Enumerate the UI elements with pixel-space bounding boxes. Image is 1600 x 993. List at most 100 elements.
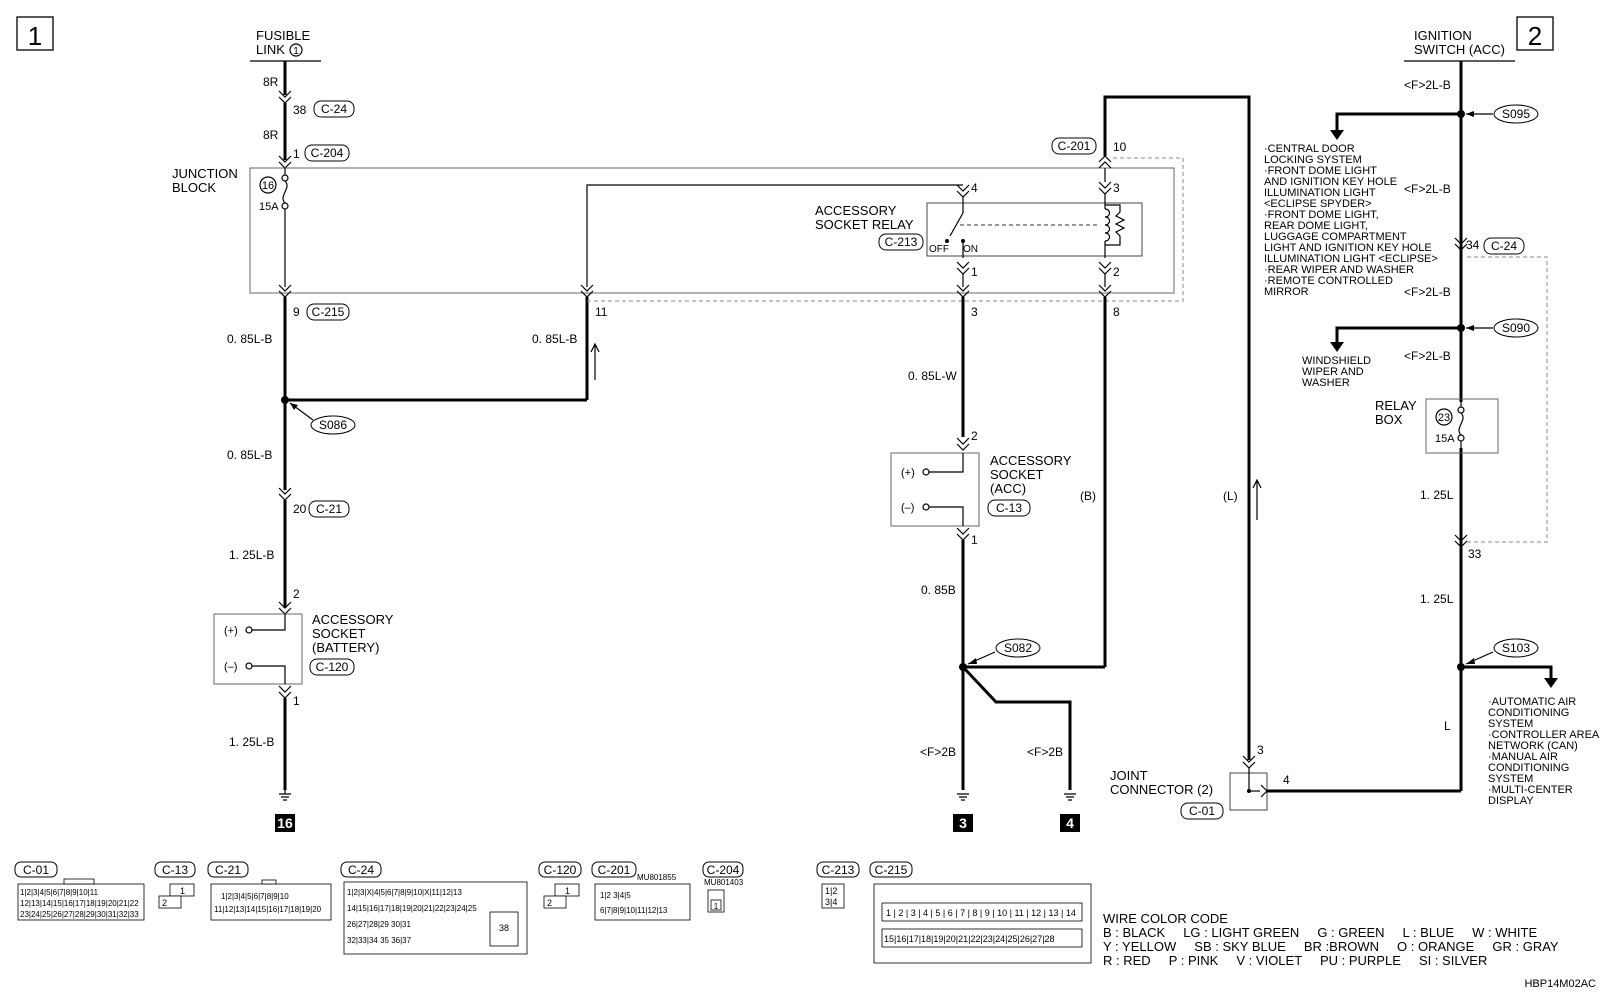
- svg-text:AND IGNITION KEY HOLE: AND IGNITION KEY HOLE: [1264, 176, 1397, 188]
- wire-8r-b: 8R: [263, 128, 279, 142]
- svg-text:15|16|17|18|19|20|21|22|23|24|: 15|16|17|18|19|20|21|22|23|24|25|26|27|2…: [884, 934, 1055, 944]
- connector-face-c213: 1|2 3|4: [821, 883, 845, 909]
- tag-c204: C-204: [311, 146, 344, 160]
- svg-text:·MULTI-CENTER: ·MULTI-CENTER: [1488, 784, 1573, 796]
- socket-batt-label3: (BATTERY): [312, 640, 379, 655]
- pin-1-relay: 1: [971, 265, 978, 279]
- svg-text:14|15|16|17|18|19|20|21|22|23|: 14|15|16|17|18|19|20|21|22|23|24|25: [347, 904, 477, 913]
- svg-text:·FRONT DOME LIGHT: ·FRONT DOME LIGHT: [1264, 165, 1377, 177]
- wire-f2b-a: <F>2B: [920, 745, 956, 759]
- svg-text:12|13|14|15|16|17|18|19|20|21|: 12|13|14|15|16|17|18|19|20|21|22: [20, 899, 139, 908]
- ground-3: 3: [959, 815, 967, 831]
- svg-text:1 | 2 | 3 | 4 | 5 | 6 | 7 | 8: 1 | 2 | 3 | 4 | 5 | 6 | 7 | 8 | 9 | 10 |…: [886, 908, 1076, 918]
- face-c24-tag: C-24: [348, 863, 374, 877]
- wire-085lb-c: 0. 85L-B: [227, 448, 272, 462]
- pin-4-relay: 4: [971, 181, 978, 195]
- wcc-row2: Y : YELLOW SB : SKY BLUE BR :BROWN O : O…: [1103, 939, 1559, 954]
- svg-text:26|27|28|29 30|31: 26|27|28|29 30|31: [347, 920, 411, 929]
- svg-text:WIPER AND: WIPER AND: [1302, 366, 1364, 378]
- pin-8: 8: [1113, 305, 1120, 319]
- tag-c13: C-13: [996, 501, 1022, 515]
- tag-c213: C-213: [885, 235, 918, 249]
- svg-text:32|33|34 35 36|37: 32|33|34 35 36|37: [347, 936, 412, 945]
- ground-4: 4: [1066, 815, 1074, 831]
- relay-box-label: RELAY: [1375, 398, 1417, 413]
- fusible-link-num: 1: [293, 46, 299, 57]
- face-c01-tag: C-01: [23, 863, 49, 877]
- pin-1-batt: 1: [293, 694, 300, 708]
- sa-plus: (+): [901, 467, 915, 479]
- joint-connector-label: JOINT: [1110, 768, 1148, 783]
- pin-34: 34: [1466, 238, 1480, 252]
- sb-plus: (+): [224, 625, 238, 637]
- svg-text:MIRROR: MIRROR: [1264, 286, 1309, 298]
- svg-text:LOCKING SYSTEM: LOCKING SYSTEM: [1264, 154, 1362, 166]
- wcc-row1: B : BLACK LG : LIGHT GREEN G : GREEN L :…: [1103, 925, 1537, 940]
- connector-face-c13: 1 2: [158, 883, 195, 909]
- wire-f2lb-a: <F>2L-B: [1404, 78, 1451, 92]
- fusible-link-label2: LINK: [256, 42, 285, 57]
- wire-125l-a: 1. 25L: [1420, 488, 1454, 502]
- socket-acc-label2: SOCKET: [990, 467, 1044, 482]
- svg-text:·CENTRAL DOOR: ·CENTRAL DOOR: [1264, 143, 1355, 155]
- page-number-2: 2: [1528, 21, 1542, 51]
- jb-fuse-amp: 15A: [259, 201, 279, 213]
- svg-text:REAR DOME LIGHT,: REAR DOME LIGHT,: [1264, 220, 1368, 232]
- svg-text:1|2|3|4|5|6|7|8|9|10: 1|2|3|4|5|6|7|8|9|10: [221, 892, 289, 901]
- svg-text:1: 1: [180, 886, 185, 896]
- rb-fuse-amp: 15A: [1435, 433, 1455, 445]
- svg-text:1|2 3|4|5: 1|2 3|4|5: [600, 891, 631, 900]
- wire-b-paren: (B): [1080, 489, 1096, 503]
- svg-text:WINDSHIELD: WINDSHIELD: [1302, 355, 1371, 367]
- splice-s103: S103: [1502, 641, 1530, 655]
- face-c213-tag: C-213: [822, 863, 855, 877]
- connector-face-c201: 1|2 3|4|5 6|7|8|9|10|11|12|13: [594, 883, 691, 921]
- relay-label2: SOCKET RELAY: [815, 217, 914, 232]
- svg-text:LUGGAGE COMPARTMENT: LUGGAGE COMPARTMENT: [1264, 231, 1407, 243]
- wire-f2b-b: <F>2B: [1027, 745, 1063, 759]
- svg-text:·MANUAL AIR: ·MANUAL AIR: [1488, 751, 1558, 763]
- splice-s090: S090: [1502, 321, 1530, 335]
- wire-8r-a: 8R: [263, 75, 279, 89]
- wire-085lw: 0. 85L-W: [908, 369, 957, 383]
- pin-38: 38: [293, 103, 307, 117]
- wire-125lb-a: 1. 25L-B: [229, 548, 274, 562]
- svg-text:1|2|3|4|5|6|7|8|9|10|11: 1|2|3|4|5|6|7|8|9|10|11: [20, 888, 99, 897]
- svg-text:2: 2: [547, 898, 552, 908]
- svg-text:NETWORK (CAN): NETWORK (CAN): [1488, 740, 1578, 752]
- svg-text:DISPLAY: DISPLAY: [1488, 795, 1534, 807]
- ground-16: 16: [277, 815, 293, 831]
- svg-text:1|2: 1|2: [825, 886, 837, 896]
- pin-1-acc: 1: [971, 533, 978, 547]
- svg-text:SYSTEM: SYSTEM: [1488, 773, 1533, 785]
- svg-text:6|7|8|9|10|11|12|13: 6|7|8|9|10|11|12|13: [600, 906, 668, 915]
- wire-l-paren: (L): [1223, 489, 1238, 503]
- tag-c24-a: C-24: [321, 102, 347, 116]
- ignition-label: IGNITION: [1414, 28, 1472, 43]
- pin-4-jc: 4: [1283, 773, 1290, 787]
- socket-acc-label: ACCESSORY: [990, 453, 1072, 468]
- relay-on: ON: [963, 244, 978, 255]
- svg-text:·AUTOMATIC AIR: ·AUTOMATIC AIR: [1488, 696, 1576, 708]
- wire-125l-b: 1. 25L: [1420, 592, 1454, 606]
- wire-085b: 0. 85B: [921, 583, 956, 597]
- tag-c201: C-201: [1058, 139, 1091, 153]
- connector-face-c21: 1|2|3|4|5|6|7|8|9|10 11|12|13|14|15|16|1…: [210, 879, 332, 921]
- svg-text:ILLUMINATION LIGHT <ECLIPSE>: ILLUMINATION LIGHT <ECLIPSE>: [1264, 253, 1438, 265]
- face-c120-tag: C-120: [544, 863, 577, 877]
- relay-label: ACCESSORY: [815, 203, 897, 218]
- tag-c24-b: C-24: [1491, 239, 1517, 253]
- jb-fuse-num: 16: [262, 180, 274, 192]
- splice-s086: S086: [319, 418, 347, 432]
- face-c21-tag: C-21: [215, 863, 241, 877]
- rb-fuse-num: 23: [1438, 412, 1450, 424]
- svg-text:2: 2: [162, 898, 167, 908]
- svg-text:·FRONT DOME LIGHT,: ·FRONT DOME LIGHT,: [1264, 209, 1379, 221]
- pin-10: 10: [1113, 140, 1127, 154]
- pin-3-coil: 3: [1113, 181, 1120, 195]
- pin-33: 33: [1468, 547, 1482, 561]
- svg-text:LIGHT AND IGNITION KEY HOLE: LIGHT AND IGNITION KEY HOLE: [1264, 242, 1432, 254]
- svg-text:·REAR WIPER AND WASHER: ·REAR WIPER AND WASHER: [1264, 264, 1414, 276]
- svg-text:SYSTEM: SYSTEM: [1488, 718, 1533, 730]
